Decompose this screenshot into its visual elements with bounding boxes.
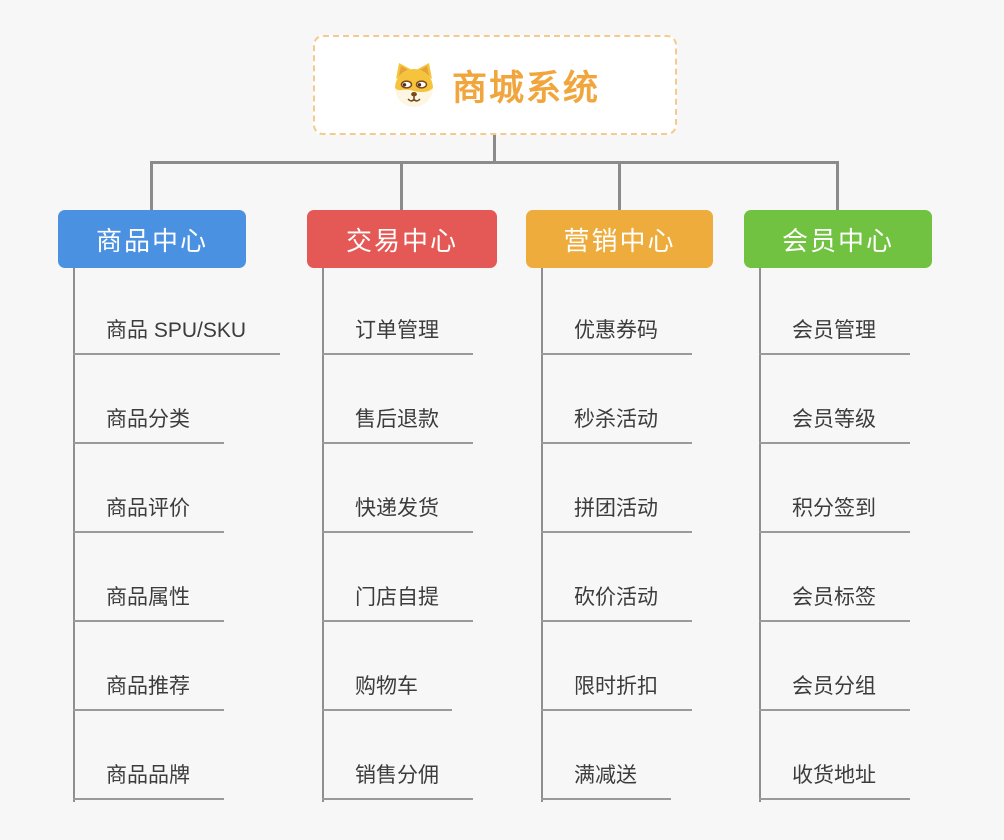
connector-drop-branch-3 <box>836 161 839 210</box>
leaf-topic[interactable]: 砍价活动 <box>541 585 692 622</box>
connector-drop-branch-1 <box>400 161 403 210</box>
leaf-topic[interactable]: 商品 SPU/SKU <box>73 318 281 355</box>
connector-bus <box>150 161 839 164</box>
leaf-topic[interactable]: 积分签到 <box>759 496 910 533</box>
leaf-topic[interactable]: 收货地址 <box>759 763 910 800</box>
leaf-topic[interactable]: 会员分组 <box>759 674 910 711</box>
leaf-topic[interactable]: 商品推荐 <box>73 674 224 711</box>
branch-node-product-center[interactable]: 商品中心 <box>58 210 246 268</box>
leaf-topic[interactable]: 会员标签 <box>759 585 910 622</box>
leaf-topic[interactable]: 快递发货 <box>322 496 473 533</box>
leaf-topic[interactable]: 购物车 <box>322 674 452 711</box>
leaf-topic[interactable]: 销售分佣 <box>322 763 473 800</box>
connector-root-drop <box>493 135 496 163</box>
leaf-topic[interactable]: 商品品牌 <box>73 763 224 800</box>
branch-node-marketing-center[interactable]: 营销中心 <box>526 210 713 268</box>
leaf-topic[interactable]: 订单管理 <box>322 318 473 355</box>
branch-node-trade-center[interactable]: 交易中心 <box>307 210 497 268</box>
leaf-topic[interactable]: 秒杀活动 <box>541 407 692 444</box>
leaf-topic[interactable]: 售后退款 <box>322 407 473 444</box>
branch-trunk-line <box>541 268 543 802</box>
dog-icon <box>390 61 438 109</box>
leaf-topic[interactable]: 商品属性 <box>73 585 224 622</box>
root-title: 商城系统 <box>451 68 600 108</box>
leaf-topic[interactable]: 商品评价 <box>73 496 224 533</box>
branch-trunk-line <box>73 268 75 802</box>
leaf-topic[interactable]: 门店自提 <box>322 585 473 622</box>
branch-trunk-line <box>759 268 761 802</box>
leaf-topic[interactable]: 拼团活动 <box>541 496 692 533</box>
root-node[interactable]: 商城系统 <box>313 35 677 135</box>
connector-drop-branch-0 <box>150 161 153 210</box>
leaf-topic[interactable]: 商品分类 <box>73 407 224 444</box>
leaf-topic[interactable]: 优惠券码 <box>541 318 692 355</box>
leaf-topic[interactable]: 会员等级 <box>759 407 910 444</box>
leaf-topic[interactable]: 满减送 <box>541 763 671 800</box>
leaf-topic[interactable]: 限时折扣 <box>541 674 692 711</box>
leaf-topic[interactable]: 会员管理 <box>759 318 910 355</box>
connector-drop-branch-2 <box>618 161 621 210</box>
branch-node-member-center[interactable]: 会员中心 <box>744 210 932 268</box>
branch-trunk-line <box>322 268 324 802</box>
